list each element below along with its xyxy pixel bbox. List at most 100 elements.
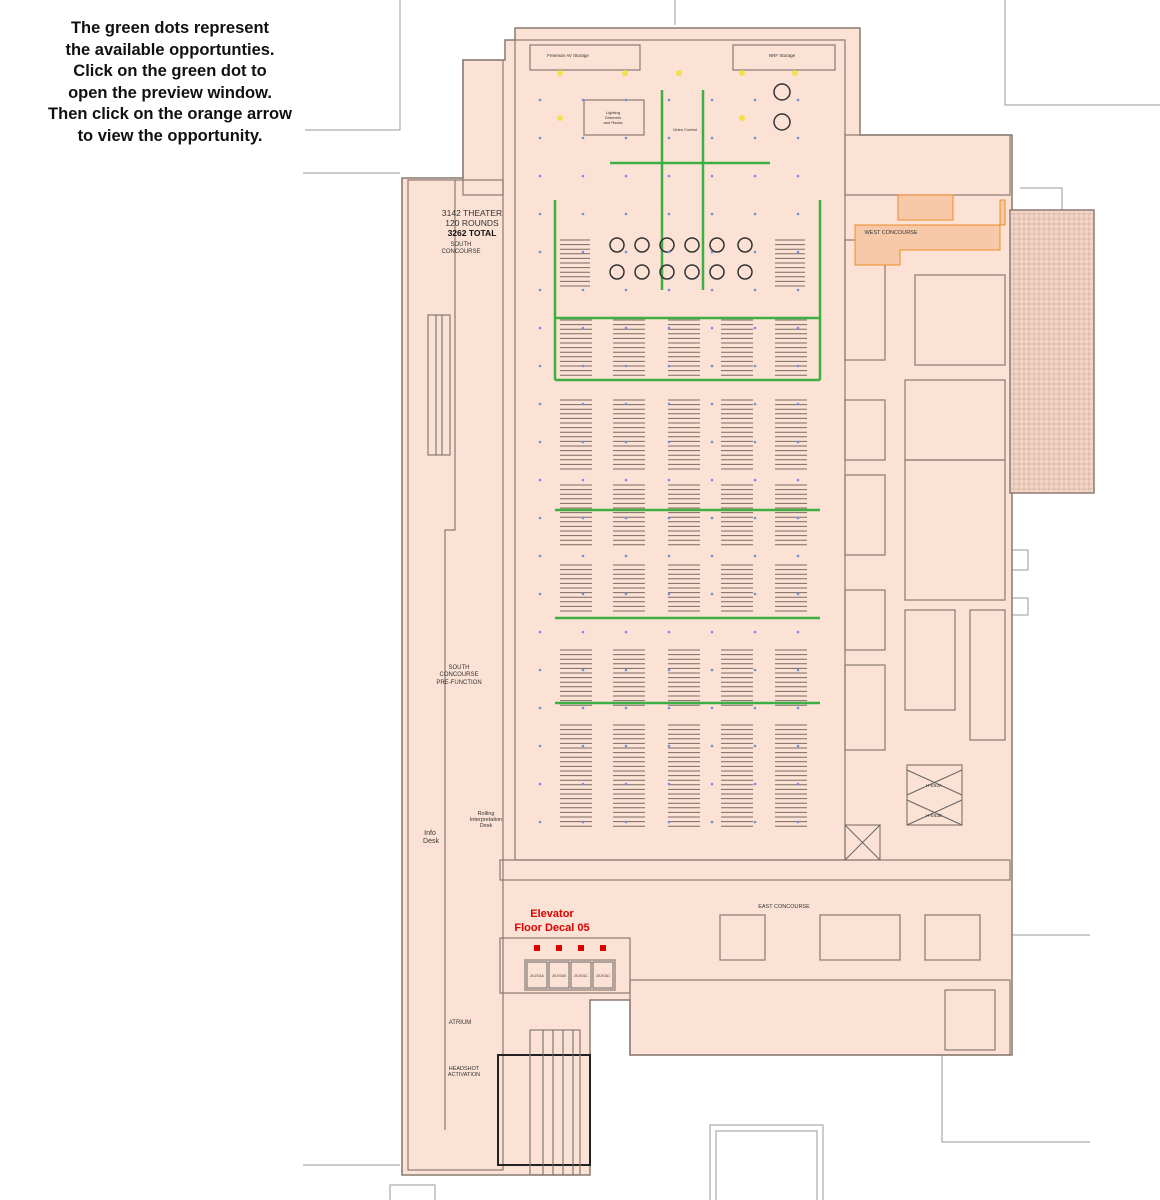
floor-box (796, 668, 800, 672)
floor-box (624, 820, 628, 824)
hall-walls (401, 39, 1011, 1176)
floor-box (581, 402, 585, 406)
floor-box (710, 782, 714, 786)
floor-box (538, 174, 542, 178)
decal-marker[interactable] (600, 945, 606, 951)
floor-box (710, 364, 714, 368)
floor-box (624, 364, 628, 368)
floor-box (624, 630, 628, 634)
floor-box (667, 402, 671, 406)
floor-box (667, 592, 671, 596)
floor-box (581, 440, 585, 444)
floor-box (753, 402, 757, 406)
floor-box (538, 820, 542, 824)
floor-box (667, 478, 671, 482)
round-table (659, 237, 675, 253)
floor-box (538, 744, 542, 748)
round-tables (609, 83, 791, 280)
floor-box (796, 364, 800, 368)
context-lines (303, 0, 1160, 1200)
west-concourse-label: WEST CONCOURSE (864, 230, 917, 236)
floor-box (667, 630, 671, 634)
floor-box (710, 820, 714, 824)
decal-marker[interactable] (578, 945, 584, 951)
floor-box (796, 478, 800, 482)
elevator-label: 20-E01A (530, 974, 544, 978)
round-table (737, 237, 753, 253)
floor-box (581, 592, 585, 596)
floor-box (538, 364, 542, 368)
light-dot (676, 70, 682, 76)
floor-box (624, 478, 628, 482)
prefunction-label: PRE-FUNCTION (436, 680, 481, 686)
floor-box (710, 630, 714, 634)
floor-box (710, 98, 714, 102)
elevator-decal-markers[interactable] (534, 945, 606, 951)
floor-box (753, 250, 757, 254)
theater-rounds: 120 ROUNDS (445, 218, 499, 228)
headshot-label: HEADSHOT (449, 1066, 480, 1072)
floor-box (538, 554, 542, 558)
floor-box (538, 668, 542, 672)
round-table (773, 113, 791, 131)
trusses (553, 90, 822, 705)
floor-box (624, 288, 628, 292)
highlight-title[interactable]: Elevator (530, 908, 574, 920)
floor-box (753, 326, 757, 330)
floor-box (753, 554, 757, 558)
floor-box (538, 136, 542, 140)
round-table (737, 264, 753, 280)
decal-marker[interactable] (556, 945, 562, 951)
floor-box (753, 782, 757, 786)
floor-box (710, 554, 714, 558)
floor-box (624, 136, 628, 140)
floor-box (753, 174, 757, 178)
atrium-label: ATRIUM (449, 1020, 472, 1026)
floor-box (667, 174, 671, 178)
floor-box (753, 288, 757, 292)
video-control-label: Video Control (673, 127, 697, 132)
rolling-desk-label: Interpretation (470, 817, 502, 823)
floor-box (667, 554, 671, 558)
floor-box (710, 136, 714, 140)
floor-box (581, 554, 585, 558)
floor-box (753, 668, 757, 672)
exterior-grid (1011, 212, 1093, 491)
floor-box (753, 364, 757, 368)
south-elevators (526, 961, 614, 989)
floor-box (667, 820, 671, 824)
floor-box (796, 592, 800, 596)
floor-box (796, 250, 800, 254)
floor-box (538, 402, 542, 406)
floor-box (796, 516, 800, 520)
escalators (435, 315, 963, 1175)
floor-box (796, 782, 800, 786)
floor-box (581, 136, 585, 140)
floor-box (710, 706, 714, 710)
decal-marker[interactable] (534, 945, 540, 951)
prefunction-label: SOUTH (449, 665, 470, 671)
floor-box (667, 364, 671, 368)
floor-box (624, 326, 628, 330)
highlight-subtitle[interactable]: Floor Decal 05 (514, 922, 589, 934)
floor-box (538, 250, 542, 254)
round-table (634, 264, 650, 280)
floor-box (796, 212, 800, 216)
floor-box (796, 98, 800, 102)
floor-box (710, 288, 714, 292)
floor-box (796, 288, 800, 292)
floor-box (710, 212, 714, 216)
theater-label: 3142 THEATER (442, 208, 502, 218)
floor-box (538, 212, 542, 216)
light-dot (557, 115, 563, 121)
round-table (634, 237, 650, 253)
instruction-line: Click on the green dot to (73, 62, 267, 81)
west-concourse-area (854, 194, 1006, 266)
floor-box (667, 668, 671, 672)
floor-box (538, 516, 542, 520)
round-table (773, 83, 791, 101)
floor-box (753, 516, 757, 520)
floor-box (538, 478, 542, 482)
theater-total: 3262 TOTAL (448, 228, 497, 238)
floor-box (538, 706, 542, 710)
